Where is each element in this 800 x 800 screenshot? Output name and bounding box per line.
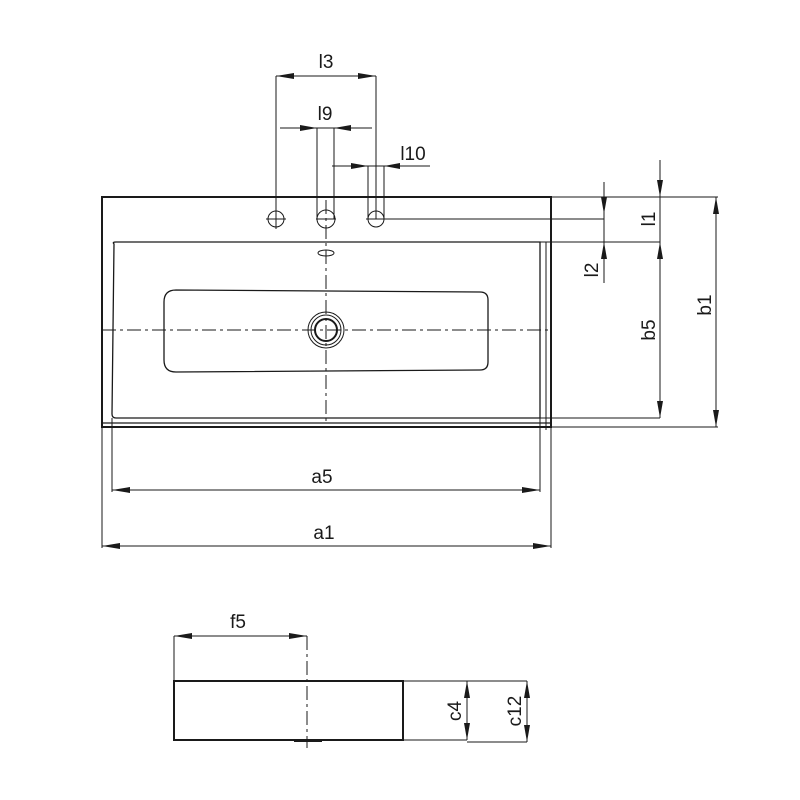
dimension-l10: l10 [332, 144, 430, 219]
label-l1: l1 [639, 212, 660, 227]
dimension-b5: b5 [639, 242, 663, 418]
top-view: l3 l9 l10 l1 [101, 52, 719, 549]
label-a1: a1 [313, 523, 334, 544]
dimension-l3: l3 [275, 52, 377, 219]
label-c4: c4 [445, 701, 466, 722]
dimension-l9: l9 [280, 104, 372, 219]
sink-bowl [163, 289, 489, 373]
dimension-c12: c12 [505, 681, 530, 742]
drain-icon [307, 311, 345, 349]
dimension-f5: f5 [173, 612, 307, 681]
label-l9: l9 [318, 104, 333, 125]
label-b1: b1 [695, 294, 716, 315]
side-profile [173, 680, 404, 741]
side-view: f5 c4 c12 [173, 612, 530, 748]
label-l10: l10 [400, 144, 425, 165]
dimension-b1: b1 [695, 197, 719, 427]
overflow-hole [317, 249, 335, 257]
label-b5: b5 [639, 319, 660, 340]
dimension-a1: a1 [101, 427, 552, 549]
dimension-a5: a5 [111, 418, 541, 493]
dimension-l2: l2 [582, 182, 607, 283]
label-f5: f5 [230, 612, 246, 633]
label-a5: a5 [311, 467, 332, 488]
dimension-l1: l1 [639, 160, 663, 242]
basin-outline [101, 196, 552, 428]
label-l2: l2 [582, 263, 603, 278]
label-l3: l3 [319, 52, 334, 73]
label-c12: c12 [505, 696, 526, 727]
dimension-c4: c4 [445, 681, 470, 740]
